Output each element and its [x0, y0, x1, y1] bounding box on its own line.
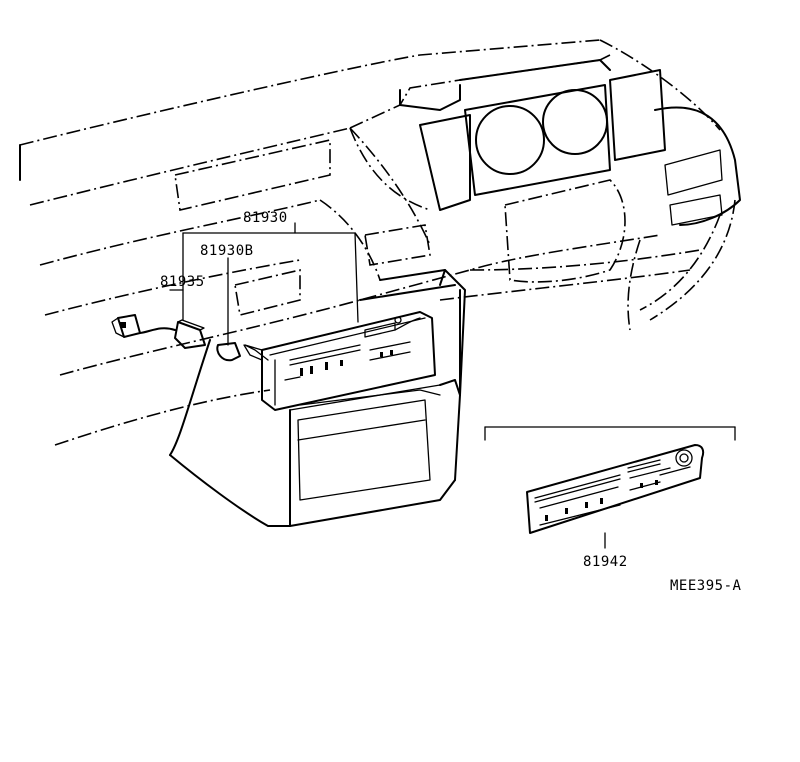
control-panel-plate: [526, 444, 705, 534]
dashboard-outline: [19, 39, 721, 527]
heater-control-assembly: [243, 311, 436, 411]
callout-labels: 81930 81930B 81935 81942 MEE395-A: [160, 210, 742, 594]
label-81930B: 81930B: [200, 243, 254, 259]
bulb: [216, 342, 241, 362]
instrument-cluster: [349, 54, 666, 283]
label-81930: 81930: [243, 210, 288, 226]
drawing-code: MEE395-A: [670, 578, 742, 594]
right-vents: [627, 106, 741, 331]
label-81942: 81942: [583, 554, 628, 570]
callout-leaders: [169, 222, 736, 549]
label-81935: 81935: [160, 274, 205, 290]
center-console: [289, 269, 466, 527]
socket-harness: [111, 314, 206, 349]
